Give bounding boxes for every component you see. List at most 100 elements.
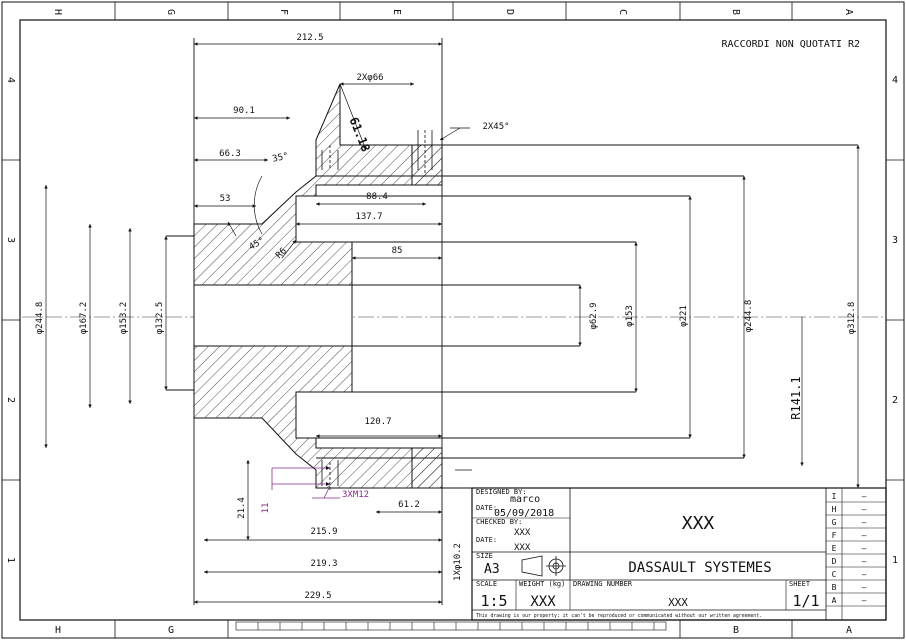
dimension-texts: 212.5 2Xφ66 90.1 61.18 2X45° 66.3 35° 88… — [35, 33, 857, 601]
zone-bottom-2: G — [168, 625, 174, 636]
lower-hatched-section — [193, 345, 443, 489]
weight-value: XXX — [530, 594, 556, 610]
scale-value: 1:5 — [480, 592, 507, 610]
dim-dia-244-8-left: φ244.8 — [35, 302, 45, 335]
holes — [321, 130, 472, 490]
rev-value: – — [862, 544, 867, 553]
revision-column: I H G F E D C B A – – – – – – – – – — [832, 492, 867, 605]
bore — [193, 284, 353, 347]
dim-holes-2x66: 2Xφ66 — [356, 73, 383, 83]
rev-value: – — [862, 596, 867, 605]
dim-66-3: 66.3 — [219, 149, 241, 159]
dim-dia-153-2: φ153.2 — [119, 302, 129, 335]
zone-top-6: C — [617, 9, 628, 15]
flange-upper — [411, 144, 443, 186]
designed-by-label: DESIGNED BY: — [476, 488, 527, 496]
checked-by: XXX — [514, 528, 531, 538]
title-block — [471, 487, 887, 621]
title-block-texts: DESIGNED BY: marco DATE: 05/09/2018 CHEC… — [476, 488, 867, 619]
flange-lower — [411, 447, 443, 489]
rev-value: – — [862, 570, 867, 579]
rev-letter: E — [832, 544, 837, 553]
company-name: DASSAULT SYSTEMES — [628, 560, 771, 576]
dim-53: 53 — [220, 194, 231, 204]
dim-dia-167-2: φ167.2 — [79, 302, 89, 335]
thread-label: 3XM12 — [342, 490, 369, 500]
zone-row-3-left: 3 — [5, 237, 16, 243]
dim-11: 11 — [261, 503, 271, 514]
rev-value: – — [862, 557, 867, 566]
zone-top-8: A — [843, 9, 854, 15]
rev-value: – — [862, 505, 867, 514]
date-label-1: DATE: — [476, 504, 497, 512]
dim-61-2: 61.2 — [398, 500, 420, 510]
rev-value: – — [862, 531, 867, 540]
zone-top-7: B — [730, 9, 741, 15]
thread-callout — [271, 466, 340, 499]
dim-219-3: 219.3 — [310, 559, 337, 569]
zone-bottom-1: H — [55, 625, 61, 636]
dim-dia-244-8-right: φ244.8 — [744, 300, 754, 333]
sheet-label: SHEET — [789, 580, 811, 588]
zone-row-4-right: 4 — [892, 75, 898, 86]
dim-229-5: 229.5 — [304, 591, 331, 601]
dim-dia-153: φ153 — [625, 305, 635, 327]
dim-dia-10-2: 1Xφ10.2 — [453, 543, 463, 581]
part-section — [193, 83, 443, 489]
size-value: A3 — [484, 562, 500, 577]
weight-label: WEIGHT (kg) — [519, 580, 565, 588]
scale-label: SCALE — [476, 580, 497, 588]
zone-row-4-left: 4 — [5, 77, 16, 83]
rev-value: – — [862, 518, 867, 527]
property-footer: This drawing is our property; it can't b… — [476, 613, 762, 619]
dim-137-7: 137.7 — [355, 212, 382, 222]
dim-r141-1: R141.1 — [789, 376, 803, 419]
dim-21-4: 21.4 — [237, 497, 247, 519]
rev-value: – — [862, 583, 867, 592]
size-label: SIZE — [476, 552, 493, 560]
zone-row-2-left: 2 — [5, 397, 16, 403]
dim-90-1: 90.1 — [233, 106, 255, 116]
scale-ruler — [235, 621, 667, 631]
general-note: RACCORDI NON QUOTATI R2 — [722, 39, 860, 50]
rev-letter: B — [832, 583, 837, 592]
zone-bottom-3: B — [733, 625, 739, 636]
zone-top-4: E — [391, 9, 402, 15]
dim-120-7: 120.7 — [364, 417, 391, 427]
date-label-2: DATE: — [476, 536, 497, 544]
sheet-value: 1/1 — [792, 592, 819, 610]
zone-top-2: G — [165, 9, 176, 15]
rev-value: – — [862, 492, 867, 501]
dim-85: 85 — [392, 246, 403, 256]
zone-bottom-4: A — [846, 625, 852, 636]
zone-labels: H G F E D C B A H G B A 4 3 2 1 4 3 2 1 — [5, 9, 898, 636]
dimension-lines — [44, 42, 860, 604]
zone-row-1-right: 1 — [892, 555, 898, 566]
upper-hatched-section — [193, 83, 443, 286]
zone-row-1-left: 1 — [5, 557, 16, 563]
date-1: 05/09/2018 — [494, 508, 554, 519]
date-2: XXX — [514, 543, 531, 553]
zone-top-3: F — [278, 9, 289, 15]
dim-dia-312-8: φ312.8 — [847, 302, 857, 335]
zone-top-5: D — [504, 9, 515, 15]
dim-chamfer: 2X45° — [482, 122, 509, 132]
projection-symbol-icon — [521, 555, 566, 577]
dim-dia-62-9: φ62.9 — [589, 302, 599, 329]
dim-angle-35: 35° — [272, 151, 290, 164]
rev-letter: H — [832, 505, 837, 514]
rev-letter: F — [832, 531, 837, 540]
rev-letter: I — [832, 492, 837, 501]
dim-dia-132-5: φ132.5 — [155, 302, 165, 335]
rev-letter: C — [832, 570, 837, 579]
zone-row-3-right: 3 — [892, 235, 898, 246]
rev-letter: A — [832, 596, 837, 605]
zone-row-2-right: 2 — [892, 395, 898, 406]
drawing-title: XXX — [682, 513, 715, 534]
dim-215-9: 215.9 — [310, 527, 337, 537]
zone-top-1: H — [52, 9, 63, 15]
